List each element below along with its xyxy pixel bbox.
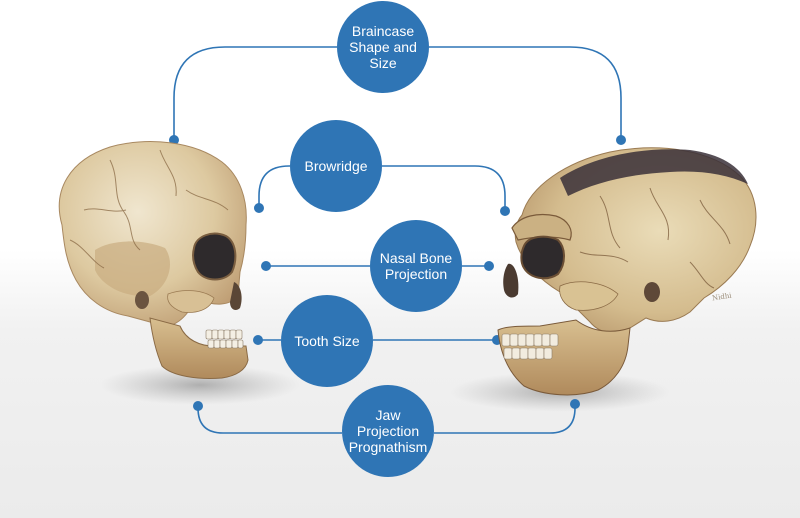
tooth xyxy=(511,347,521,360)
tooth xyxy=(205,329,213,340)
tooth xyxy=(533,333,543,347)
tooth xyxy=(535,347,545,360)
browridge-connector xyxy=(258,165,506,211)
node-label: Tooth Size xyxy=(294,333,359,349)
left-cheekbone xyxy=(167,290,215,313)
endpoint-dot xyxy=(570,399,580,409)
jaw-projection-node: Jaw Projection Prognathism xyxy=(342,385,434,477)
archaic-skull xyxy=(497,147,757,396)
node-label: Braincase Shape and Size xyxy=(349,23,417,71)
node-label: Jaw Projection Prognathism xyxy=(349,407,428,455)
tooth xyxy=(527,347,537,360)
tooth xyxy=(225,339,233,349)
left-temporal-shade xyxy=(95,241,170,297)
right-nasal-cavity xyxy=(503,263,519,298)
right-eye-orbit xyxy=(520,235,565,280)
node-label-line: Projection xyxy=(384,266,448,282)
tooth xyxy=(229,329,237,340)
tooth xyxy=(217,329,225,340)
tooth xyxy=(519,347,529,360)
node-label-line: Size xyxy=(369,55,397,71)
right-ear-opening xyxy=(644,282,660,302)
tooth xyxy=(223,329,231,340)
endpoint-dot xyxy=(484,261,494,271)
node-label-line: Shape and xyxy=(349,39,417,55)
right-cheekbone xyxy=(559,281,619,311)
endpoint-dot xyxy=(261,261,271,271)
modern-human-skull xyxy=(58,141,249,379)
left-teeth xyxy=(205,329,244,349)
left-skull-shadow xyxy=(100,365,300,405)
browridge-node: Browridge xyxy=(290,120,382,212)
tooth xyxy=(541,333,551,347)
node-label: Browridge xyxy=(304,158,367,174)
tooth xyxy=(543,347,553,360)
right-sutures xyxy=(579,187,731,289)
endpoint-dot xyxy=(193,401,203,411)
tooth xyxy=(235,329,243,340)
left-eye-orbit xyxy=(192,232,237,281)
node-label-line: Prognathism xyxy=(348,439,428,455)
tooth xyxy=(219,339,227,349)
braincase-connector xyxy=(173,46,622,140)
node-label-line: Braincase xyxy=(351,23,415,39)
node-label-line: Nasal Bone xyxy=(379,250,453,266)
nasal-bone-node: Nasal Bone Projection xyxy=(370,220,462,312)
right-cranium-top-shadow xyxy=(560,149,748,196)
endpoint-dot xyxy=(253,335,263,345)
node-label: Nasal Bone Projection xyxy=(380,250,452,282)
left-mandible xyxy=(149,317,249,379)
connector-endpoints xyxy=(169,135,626,411)
left-ear-opening xyxy=(135,291,149,309)
node-label-line: Browridge xyxy=(304,158,368,174)
tooth xyxy=(237,339,244,349)
tooth xyxy=(501,333,511,347)
tooth xyxy=(211,329,219,340)
tooth xyxy=(207,339,215,349)
tooth xyxy=(517,333,527,347)
tooth-size-node: Tooth Size xyxy=(281,295,373,387)
left-sutures xyxy=(69,149,229,269)
node-label-line: Tooth Size xyxy=(294,333,360,349)
tooth xyxy=(503,347,513,360)
left-nasal-cavity xyxy=(230,282,242,310)
tooth xyxy=(525,333,535,347)
endpoint-dot xyxy=(616,135,626,145)
endpoint-dot xyxy=(500,206,510,216)
right-teeth xyxy=(501,333,559,360)
braincase-shape-node: Braincase Shape and Size xyxy=(337,1,429,93)
endpoint-dot xyxy=(254,203,264,213)
tooth xyxy=(213,339,221,349)
tooth xyxy=(549,333,559,347)
node-label-line: Jaw xyxy=(375,407,401,423)
node-label-line: Projection xyxy=(356,423,420,439)
tooth xyxy=(509,333,519,347)
tooth xyxy=(231,339,239,349)
